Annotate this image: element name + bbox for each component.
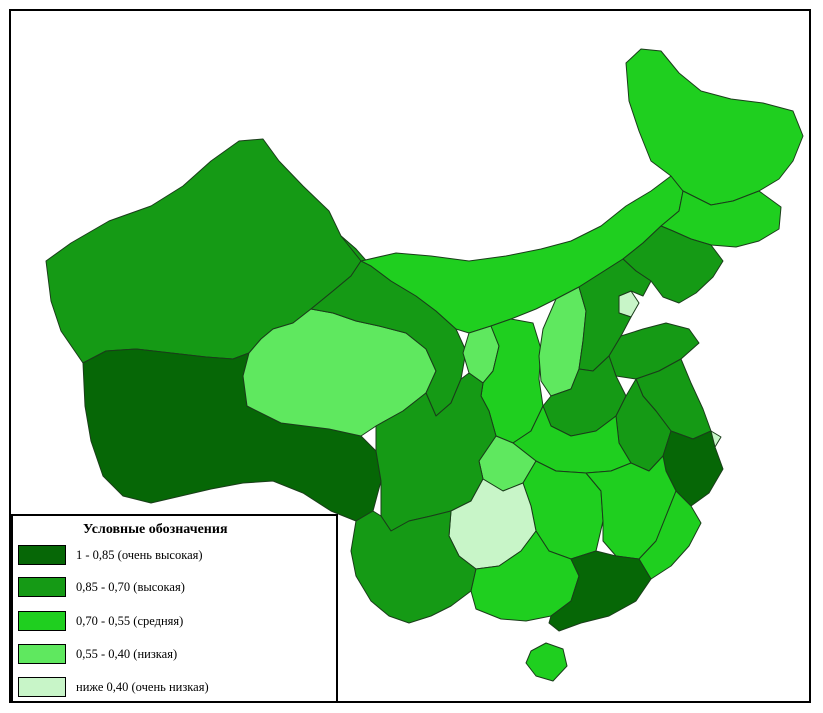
legend-label: 0,70 - 0,55 (средняя)	[76, 613, 184, 628]
legend-item-low: 0,55 - 0,40 (низкая)	[18, 643, 177, 665]
legend-swatch	[18, 644, 66, 664]
legend-label: 0,55 - 0,40 (низкая)	[76, 646, 178, 661]
region-guangdong[interactable]	[548, 550, 652, 632]
region-tibet[interactable]	[82, 348, 382, 522]
legend-label: ниже 0,40 (очень низкая)	[76, 679, 209, 694]
map-frame: Условные обозначения 1 - 0,85 (очень выс…	[9, 9, 811, 703]
legend-swatch	[18, 677, 66, 697]
region-heilongjiang[interactable]	[625, 48, 804, 206]
region-hebei[interactable]	[578, 258, 652, 372]
choropleth-map	[45, 48, 804, 682]
legend-item-medium: 0,70 - 0,55 (средняя)	[18, 610, 183, 632]
legend-label: 0,85 - 0,70 (высокая)	[76, 579, 185, 594]
legend-item-very-high: 1 - 0,85 (очень высокая)	[18, 544, 203, 566]
legend-item-high: 0,85 - 0,70 (высокая)	[18, 576, 185, 598]
region-shandong[interactable]	[608, 322, 700, 380]
legend-item-very-low: ниже 0,40 (очень низкая)	[18, 676, 209, 698]
region-hainan[interactable]	[525, 642, 568, 682]
map-legend: Условные обозначения 1 - 0,85 (очень выс…	[11, 514, 338, 701]
legend-swatch	[18, 577, 66, 597]
legend-swatch	[18, 611, 66, 631]
legend-title: Условные обозначения	[83, 522, 228, 537]
region-fujian[interactable]	[638, 490, 702, 580]
legend-swatch	[18, 545, 66, 565]
region-yunnan[interactable]	[350, 510, 477, 624]
legend-label: 1 - 0,85 (очень высокая)	[76, 547, 203, 562]
